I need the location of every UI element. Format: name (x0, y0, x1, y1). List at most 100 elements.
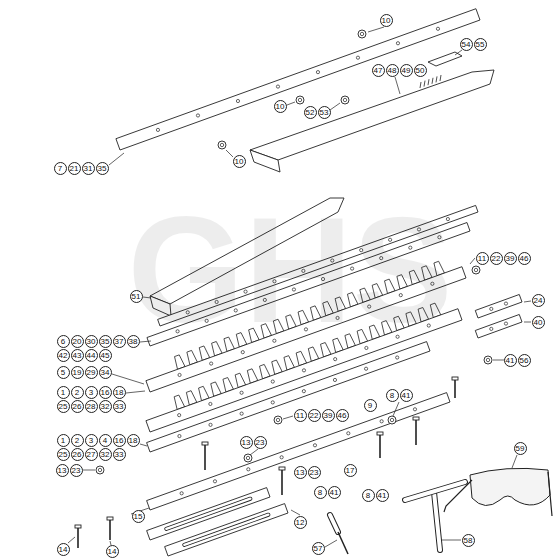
bolt-head (377, 432, 383, 435)
leader-line (112, 374, 144, 384)
hole (380, 420, 383, 423)
callout-number: 38 (127, 335, 140, 348)
callout-number: 35 (96, 162, 109, 175)
hole (313, 444, 316, 447)
leader-line (109, 153, 124, 165)
leader-line (283, 416, 293, 419)
callout-number: 32 (99, 448, 112, 461)
nut-bore (486, 358, 489, 361)
hole (356, 56, 359, 59)
callout-number: 26 (71, 400, 84, 413)
callout-number: 48 (386, 64, 399, 77)
callout-number: 25 (57, 400, 70, 413)
callout-number: 44 (85, 349, 98, 362)
nut-bore (276, 418, 279, 421)
hole (302, 390, 305, 393)
hole (196, 114, 199, 117)
callout-number: 16 (113, 434, 126, 447)
callout-number: 42 (57, 349, 70, 362)
callout-number: 14 (106, 545, 119, 558)
nut-bore (474, 268, 477, 271)
callout-number: 22 (490, 252, 503, 265)
hole (178, 414, 181, 417)
bolt-head (75, 525, 81, 528)
callout-number: 23 (254, 436, 267, 449)
callout-number: 45 (99, 349, 112, 362)
hole (156, 128, 159, 131)
callout-number: 6 (57, 335, 70, 348)
callout-number: 18 (113, 386, 126, 399)
callout-number: 22 (308, 409, 321, 422)
callout-number: 10 (233, 155, 246, 168)
callout-number: 28 (85, 400, 98, 413)
callout-number: 17 (344, 464, 357, 477)
nut (274, 416, 282, 424)
callout-number: 8 (386, 389, 399, 402)
callout-number: 41 (328, 486, 341, 499)
guard-marking (420, 82, 421, 88)
bolt-head (202, 442, 208, 445)
hole (436, 27, 439, 30)
callout-number: 3 (85, 434, 98, 447)
callout-number: 41 (504, 354, 517, 367)
bolt-shank (109, 520, 111, 540)
nut (358, 30, 366, 38)
wrench-shaft (434, 492, 440, 550)
leader-line (140, 444, 147, 446)
safety-goggles (470, 468, 550, 505)
screwdriver-handle (330, 515, 338, 532)
bolt-shank (379, 435, 381, 458)
callout-number: 23 (308, 466, 321, 479)
callout-number: 7 (54, 162, 67, 175)
callout-number: 59 (514, 442, 527, 455)
slotted-bar (147, 342, 430, 452)
callout-number: 43 (71, 349, 84, 362)
bolt-head (107, 517, 113, 520)
nut-bore (98, 468, 101, 471)
callout-number: 14 (57, 543, 70, 556)
hole (413, 408, 416, 411)
nut (296, 96, 304, 104)
screwdriver-blade (338, 532, 348, 554)
hole (302, 369, 305, 372)
guard-marking (428, 79, 429, 85)
upper-guard-flap (250, 150, 280, 172)
callout-number: 21 (68, 162, 81, 175)
nut (244, 454, 252, 462)
hole (271, 380, 274, 383)
wrench-shaft (434, 492, 440, 550)
hole (396, 42, 399, 45)
nut (218, 141, 226, 149)
hole (178, 434, 181, 437)
leader-line (325, 540, 337, 547)
leader-line (250, 449, 258, 455)
callout-number: 24 (532, 294, 545, 307)
guard-marking (440, 75, 441, 81)
callout-number: 2 (71, 386, 84, 399)
callout-number: 11 (294, 409, 307, 422)
callout-number: 54 (460, 38, 473, 51)
callout-number: 10 (274, 100, 287, 113)
leader-line (368, 27, 384, 32)
callout-number: 55 (474, 38, 487, 51)
callout-number: 15 (132, 510, 145, 523)
guard-marking (424, 81, 425, 87)
callout-number: 51 (130, 290, 143, 303)
callout-number: 4 (99, 434, 112, 447)
callout-number: 10 (380, 14, 393, 27)
callout-number: 33 (113, 448, 126, 461)
guard-marking (432, 78, 433, 84)
hole (180, 492, 183, 495)
hole (276, 85, 279, 88)
guard-marking (436, 76, 437, 82)
callout-number: 11 (476, 252, 489, 265)
hole (280, 456, 283, 459)
callout-number: 27 (85, 448, 98, 461)
hole (213, 480, 216, 483)
callout-number: 3 (85, 386, 98, 399)
bolt-shank (454, 380, 456, 398)
hole (316, 71, 319, 74)
callout-number: 12 (294, 516, 307, 529)
bolt-head (452, 377, 458, 380)
hole (247, 468, 250, 471)
